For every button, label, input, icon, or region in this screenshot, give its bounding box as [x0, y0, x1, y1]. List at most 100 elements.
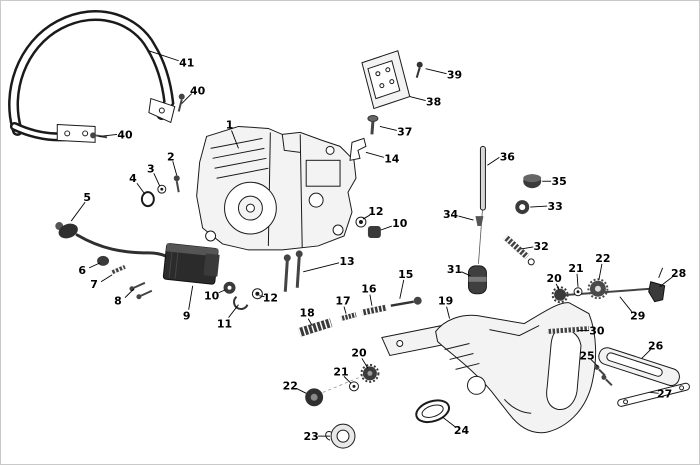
leader-line-13-27 [303, 262, 340, 273]
leader-line-40-2 [99, 133, 118, 137]
leader-line-21-34 [576, 273, 579, 287]
leader-line-14-6 [365, 151, 384, 158]
part-label-18-31: 18 [300, 307, 315, 320]
part-label-21-43: 21 [333, 365, 348, 378]
fuel-filter-31-illustration [467, 265, 487, 295]
rear-handle-tank-illustration [435, 302, 597, 434]
part-label-19-32: 19 [438, 295, 453, 308]
leader-line-34-10 [458, 215, 474, 221]
part-label-6-20: 6 [78, 264, 86, 277]
leader-line-17-30 [343, 306, 347, 314]
leader-line-1-11 [231, 130, 239, 149]
part-label-25-40: 25 [579, 349, 594, 362]
leader-line-29-37 [619, 296, 633, 312]
leader-line-15-28 [399, 279, 405, 299]
leader-line-37-5 [379, 126, 397, 131]
ignition-coil-illustration [162, 243, 220, 285]
part-label-23-45: 23 [304, 430, 319, 443]
bolts-13-illustration [283, 250, 303, 292]
part-label-9-23: 9 [183, 310, 191, 323]
screws-25-illustration [594, 364, 613, 387]
leader-line-18-31 [307, 318, 313, 326]
part-label-20-33: 20 [547, 272, 563, 285]
leader-line-21-43 [343, 376, 352, 384]
spark-plug-wire-illustration [55, 222, 176, 263]
part-label-20-42: 20 [351, 346, 367, 359]
part-label-21-34: 21 [568, 262, 583, 275]
leader-line-12-16 [362, 214, 371, 220]
part-label-30-38: 30 [589, 325, 605, 338]
leader-line-39-3 [425, 68, 447, 75]
leader-line-16-29 [369, 294, 373, 306]
part-label-32-18: 32 [534, 240, 549, 253]
part-label-27-41: 27 [657, 387, 672, 400]
washer-3-illustration [157, 184, 167, 194]
leader-line-33-9 [530, 205, 548, 208]
part-label-10-17: 10 [392, 217, 408, 230]
leader-line-27-41 [649, 391, 659, 394]
part-label-26-39: 26 [648, 339, 664, 352]
leader-line-11-25 [228, 304, 239, 318]
screw-2-illustration [173, 175, 180, 193]
clip-11-illustration [233, 295, 249, 310]
bracket-14-illustration [349, 137, 367, 161]
screw-40-upper-illustration [177, 93, 185, 112]
part-label-1-11: 1 [226, 118, 234, 131]
part-label-10-24: 10 [204, 290, 220, 303]
part-label-34-10: 34 [443, 208, 459, 221]
part-label-16-29: 16 [361, 283, 377, 296]
grommet-10-right-illustration [367, 226, 381, 238]
guide-plate-27-illustration [617, 382, 690, 407]
part-label-12-16: 12 [368, 205, 383, 218]
leader-line-9-23 [188, 285, 194, 310]
part-label-41-0: 41 [179, 57, 194, 70]
part-label-17-30: 17 [335, 295, 350, 308]
spring-32-illustration [503, 234, 535, 266]
part-label-36-7: 36 [500, 150, 516, 163]
leader-line-12-26 [259, 295, 265, 298]
gear-22-right-illustration [587, 278, 609, 300]
grommet-10-left-illustration [223, 281, 236, 294]
part-label-15-28: 15 [398, 268, 413, 281]
part-label-5-15: 5 [83, 191, 91, 204]
part-label-22-35: 22 [595, 252, 610, 265]
leader-line-32-18 [521, 246, 534, 250]
leader-line-40-1 [181, 93, 193, 104]
cap-6-illustration [97, 255, 110, 266]
leader-line-10-24 [218, 289, 226, 294]
part-label-28-36: 28 [671, 267, 686, 280]
leader-line-20-42 [361, 358, 369, 369]
washer-21-lower-illustration [349, 381, 359, 392]
screw-37-illustration [367, 115, 379, 135]
spring-7-illustration [110, 265, 126, 275]
part-label-7-21: 7 [90, 278, 98, 291]
leader-line-24-46 [442, 416, 456, 428]
cover-26-illustration [598, 347, 680, 387]
screw-15-illustration [390, 296, 422, 307]
fuel-line-36-illustration [478, 145, 486, 264]
leader-line-8-22 [124, 288, 135, 299]
leader-line-26-39 [641, 349, 652, 359]
gear-20-right-illustration [551, 286, 569, 304]
leader-line-28-36 [659, 276, 673, 288]
part-label-12-26: 12 [263, 292, 278, 305]
gear-20-lower-illustration [360, 363, 380, 383]
spring-18-illustration [297, 318, 333, 337]
part-label-40-1: 40 [190, 85, 206, 98]
screws-8-illustration [129, 281, 153, 300]
part-label-3-13: 3 [147, 162, 155, 175]
part-label-37-5: 37 [397, 125, 412, 138]
part-label-4-14: 4 [129, 172, 137, 185]
leader-line-22-35 [598, 263, 603, 280]
fuel-cap-23-illustration [325, 423, 356, 449]
grommet-33-illustration [515, 200, 530, 215]
part-label-11-25: 11 [217, 318, 232, 331]
part-label-2-12: 2 [167, 150, 175, 163]
leader-line-6-20 [88, 262, 101, 269]
nipple-34-illustration [475, 216, 484, 227]
front-handlebar-illustration [8, 10, 176, 143]
part-label-39-3: 39 [447, 69, 462, 82]
